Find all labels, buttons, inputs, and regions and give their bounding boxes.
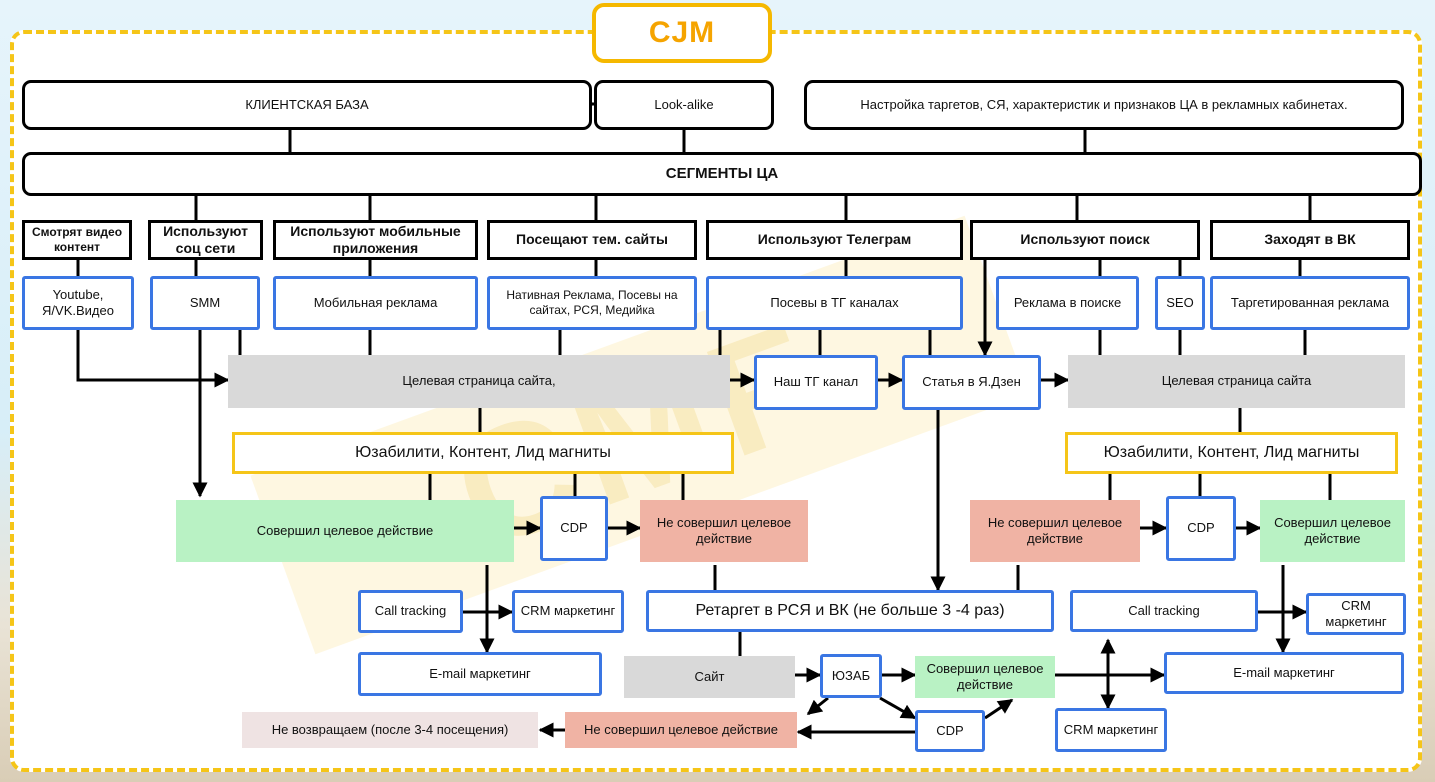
channel-search-ads: Реклама в поиске: [996, 276, 1139, 330]
bottom-crm-marketing: CRM маркетинг: [1055, 708, 1167, 752]
segment-social: Используют соц сети: [148, 220, 263, 260]
right-target-action-done: Совершил целевое действие: [1260, 500, 1405, 562]
channel-smm: SMM: [150, 276, 260, 330]
targeting-setup-box: Настройка таргетов, СЯ, характеристик и …: [804, 80, 1404, 130]
ux-content-right: Юзабилити, Контент, Лид магниты: [1065, 432, 1398, 474]
left-crm-marketing: CRM маркетинг: [512, 590, 624, 633]
site-box: Сайт: [624, 656, 795, 698]
ux-content-left: Юзабилити, Контент, Лид магниты: [232, 432, 734, 474]
bottom-target-action-done: Совершил целевое действие: [915, 656, 1055, 698]
left-target-action-not-done: Не совершил целевое действие: [640, 500, 808, 562]
lookalike-box: Look-alike: [594, 80, 774, 130]
segment-mobile: Используют мобильные приложения: [273, 220, 478, 260]
right-target-action-not-done: Не совершил целевое действие: [970, 500, 1140, 562]
no-return-box: Не возвращаем (после 3-4 посещения): [242, 712, 538, 748]
client-base-box: КЛИЕНТСКАЯ БАЗА: [22, 80, 592, 130]
channel-native-ads: Нативная Реклама, Посевы на сайтах, РСЯ,…: [487, 276, 697, 330]
channel-mobile-ads: Мобильная реклама: [273, 276, 478, 330]
segment-telegram: Используют Телеграм: [706, 220, 963, 260]
segment-search: Используют поиск: [970, 220, 1200, 260]
right-email-marketing: E-mail маркетинг: [1164, 652, 1404, 694]
zen-article-box: Статья в Я.Дзен: [902, 355, 1041, 410]
retarget-box: Ретаргет в РСЯ и ВК (не больше 3 -4 раз): [646, 590, 1054, 632]
bottom-cdp: CDP: [915, 710, 985, 752]
segment-sites: Посещают тем. сайты: [487, 220, 697, 260]
landing-page-right: Целевая страница сайта: [1068, 355, 1405, 408]
segment-vk: Заходят в ВК: [1210, 220, 1410, 260]
right-call-tracking: Call tracking: [1070, 590, 1258, 632]
channel-targeted-ads: Таргетированная реклама: [1210, 276, 1410, 330]
usability-box: ЮЗАБ: [820, 654, 882, 698]
landing-page-left: Целевая страница сайта,: [228, 355, 730, 408]
segment-video: Смотрят видео контент: [22, 220, 132, 260]
left-email-marketing: E-mail маркетинг: [358, 652, 602, 696]
bottom-target-action-not-done: Не совершил целевое действие: [565, 712, 797, 748]
segments-bar: СЕГМЕНТЫ ЦА: [22, 152, 1422, 196]
tg-channel-box: Наш ТГ канал: [754, 355, 878, 410]
left-call-tracking: Call tracking: [358, 590, 463, 633]
right-crm-marketing: CRM маркетинг: [1306, 593, 1406, 635]
channel-seo: SEO: [1155, 276, 1205, 330]
channel-tg-posts: Посевы в ТГ каналах: [706, 276, 963, 330]
left-target-action-done: Совершил целевое действие: [176, 500, 514, 562]
left-cdp: CDP: [540, 496, 608, 561]
channel-youtube: Youtube, Я/VK.Видео: [22, 276, 134, 330]
diagram-title: CJM: [592, 3, 772, 63]
right-cdp: CDP: [1166, 496, 1236, 561]
